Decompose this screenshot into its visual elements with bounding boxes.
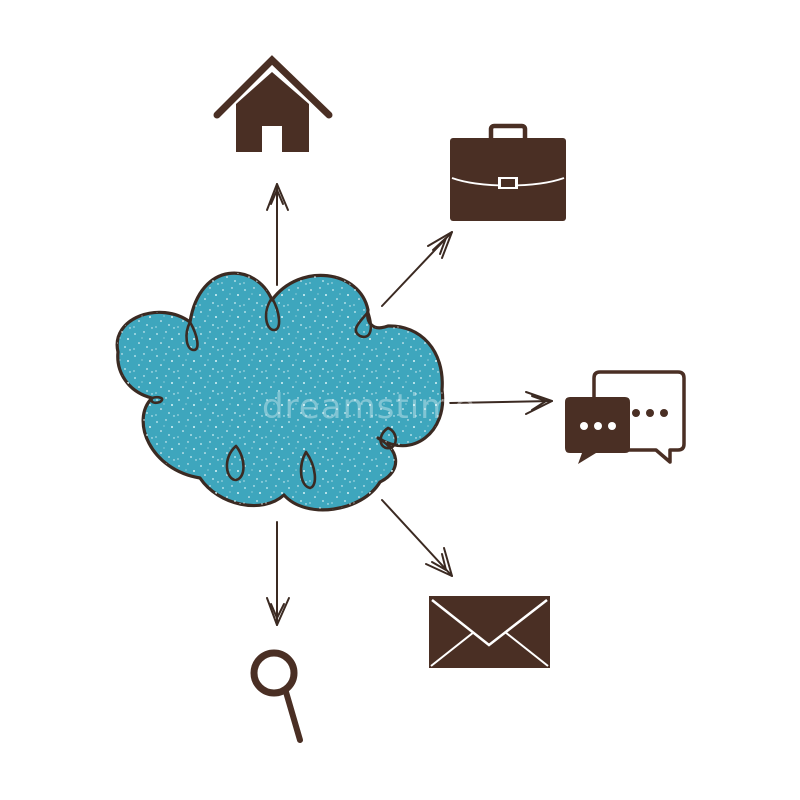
house-icon bbox=[213, 55, 333, 152]
arrow-to-envelope bbox=[381, 499, 453, 577]
arrow-to-house bbox=[266, 183, 289, 286]
connector-arrows bbox=[266, 183, 553, 626]
arrow-to-magnifier bbox=[266, 521, 290, 626]
chat-bubbles-icon bbox=[565, 370, 686, 464]
magnifier-icon bbox=[250, 649, 303, 743]
arrow-to-chat bbox=[449, 391, 553, 415]
cloud-icon bbox=[115, 271, 445, 512]
watermark: dreamstime bbox=[262, 387, 476, 427]
briefcase-icon bbox=[450, 123, 566, 221]
envelope-icon bbox=[429, 596, 550, 668]
arrow-to-briefcase bbox=[381, 231, 453, 307]
cloud-loops bbox=[150, 296, 398, 490]
